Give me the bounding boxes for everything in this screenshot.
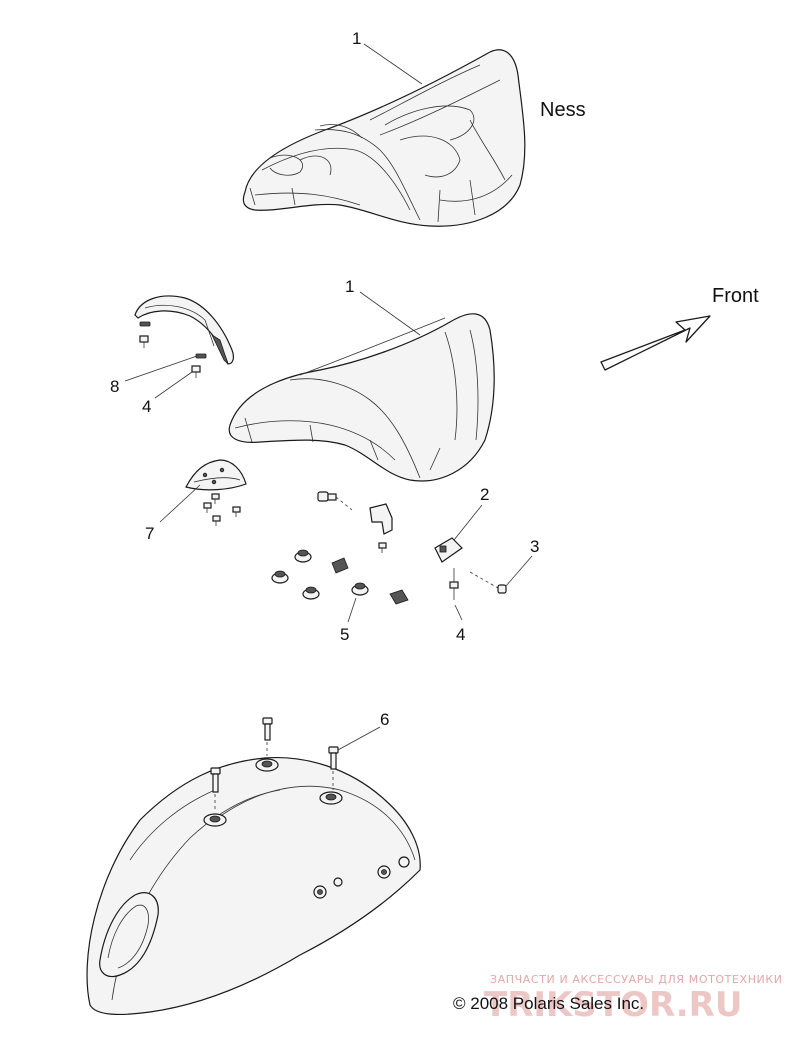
callout-3: 3 <box>530 537 539 556</box>
callout-2: 2 <box>480 485 489 504</box>
front-label: Front <box>712 285 759 307</box>
plate-screws <box>203 493 241 526</box>
callout-6: 6 <box>380 710 389 729</box>
ness-seat <box>242 49 526 227</box>
seat <box>228 313 495 482</box>
screw-4a <box>139 335 149 348</box>
grommets <box>271 549 409 605</box>
callout-4-left: 4 <box>142 397 151 416</box>
watermark-brand: TRIKSTOR.RU <box>484 985 742 1025</box>
rear-fender <box>86 756 421 1016</box>
callout-1-mid: 1 <box>345 277 354 296</box>
clip-bracket <box>434 537 463 563</box>
callout-8: 8 <box>110 377 119 396</box>
callout-7: 7 <box>145 524 154 543</box>
copyright: © 2008 Polaris Sales Inc. <box>453 994 644 1013</box>
bracket <box>369 503 393 553</box>
pin-8a <box>139 321 151 327</box>
mounting-plate <box>185 459 247 491</box>
pin-8 <box>195 353 207 359</box>
callout-4-right: 4 <box>456 625 465 644</box>
callout-1-top: 1 <box>352 29 361 48</box>
screw-4 <box>191 365 201 378</box>
ness-label: Ness <box>540 99 586 121</box>
front-arrow <box>600 315 711 371</box>
callout-5: 5 <box>340 625 349 644</box>
fender-bolts <box>210 717 339 812</box>
seat-cover-bracket <box>134 295 234 365</box>
center-bolt <box>317 491 353 511</box>
screw-3 <box>469 571 507 594</box>
watermark-tagline: ЗАПЧАСТИ И АКСЕССУАРЫ ДЛЯ МОТОТЕХНИКИ <box>490 973 783 986</box>
screw-4-right <box>449 568 459 600</box>
